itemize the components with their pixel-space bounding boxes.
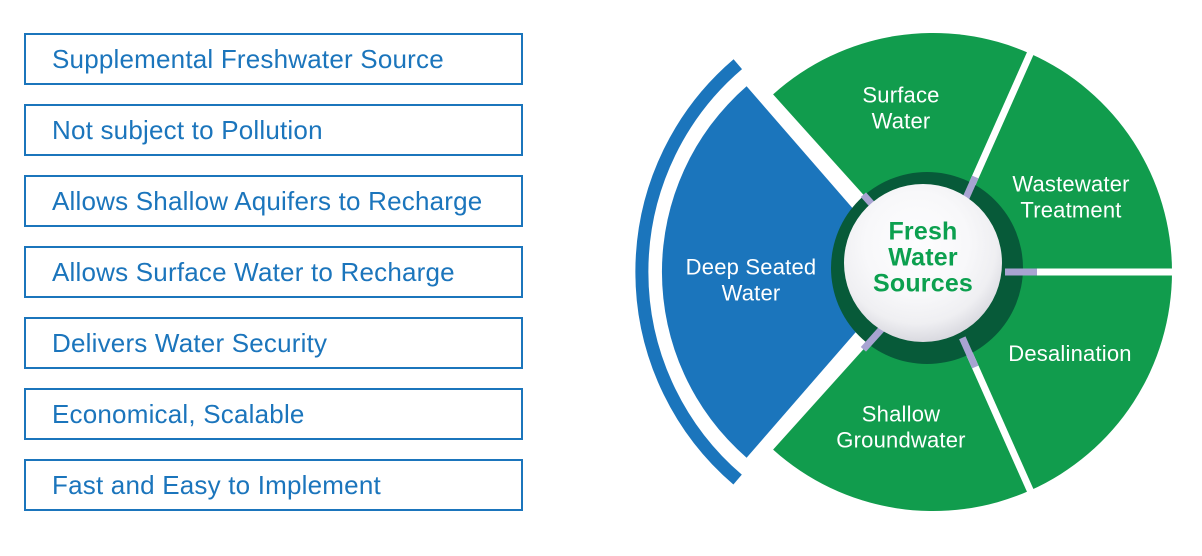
benefits-list: Supplemental Freshwater Source Not subje… [24,33,523,511]
benefit-text: Supplemental Freshwater Source [52,43,444,74]
label-deep-seated-water: Deep Seated Water [685,254,817,305]
benefit-text: Allows Surface Water to Recharge [52,256,455,287]
label-wastewater-treatment: Wastewater Treatment [1012,171,1130,222]
benefit-text: Fast and Easy to Implement [52,469,381,500]
separator-stub [959,336,979,369]
label-shallow-groundwater: Shallow Groundwater [836,401,966,452]
benefit-text: Delivers Water Security [52,327,328,358]
benefit-text: Not subject to Pollution [52,114,323,145]
segment-shallow-groundwater [773,272,1031,512]
center-circle [844,184,1002,342]
benefit-box: Fast and Easy to Implement [24,459,523,511]
segment-surface-water [773,32,1031,272]
benefit-box: Supplemental Freshwater Source [24,33,523,85]
benefit-text: Allows Shallow Aquifers to Recharge [52,185,483,216]
label-surface-water: Surface Water [862,82,940,133]
benefit-text: Economical, Scalable [52,398,305,429]
segment-deep-seated-water [661,86,908,458]
outer-arc-accent [635,59,743,485]
center-title: Fresh Water Sources [872,217,974,297]
benefit-box: Not subject to Pollution [24,104,523,156]
benefit-box: Economical, Scalable [24,388,523,440]
benefit-box: Allows Surface Water to Recharge [24,246,523,298]
benefit-box: Allows Shallow Aquifers to Recharge [24,175,523,227]
label-desalination: Desalination [1008,341,1132,367]
benefit-box: Delivers Water Security [24,317,523,369]
